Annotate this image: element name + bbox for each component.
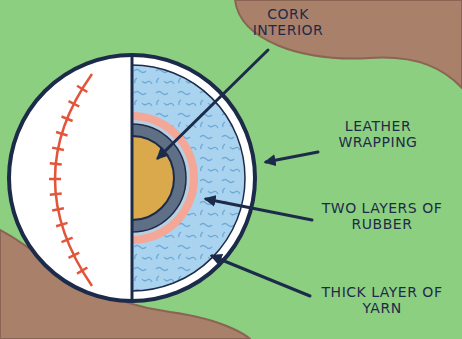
stitch-mark [52, 148, 64, 150]
stitch-mark [77, 86, 87, 92]
stitch-mark [56, 132, 67, 135]
stitch-mark [50, 163, 62, 164]
dirt-patch [235, 0, 462, 88]
cut-line [131, 55, 134, 301]
part-label: CORK INTERIOR [236, 6, 340, 38]
stitch-mark [77, 268, 87, 274]
ball-outline [9, 55, 255, 301]
stitch-marks [49, 86, 87, 274]
leader-arrow [212, 256, 310, 296]
stitch-mark [68, 253, 79, 258]
stitch-mark [49, 178, 61, 181]
ball-leather [9, 55, 255, 301]
part-label: LEATHER WRAPPING [322, 118, 434, 150]
part-label: THICK LAYER OF YARN [316, 284, 448, 316]
leader-arrow [266, 152, 318, 162]
stitch-mark [50, 194, 62, 195]
stitch-mark [62, 238, 73, 242]
stitch-mark [69, 101, 80, 106]
stitch-mark [62, 117, 73, 121]
stitch-mark [56, 223, 68, 226]
stitch-mark [52, 208, 64, 210]
leader-arrow [158, 50, 268, 158]
leader-arrow [206, 199, 312, 220]
part-label: TWO LAYERS OF RUBBER [316, 200, 448, 232]
